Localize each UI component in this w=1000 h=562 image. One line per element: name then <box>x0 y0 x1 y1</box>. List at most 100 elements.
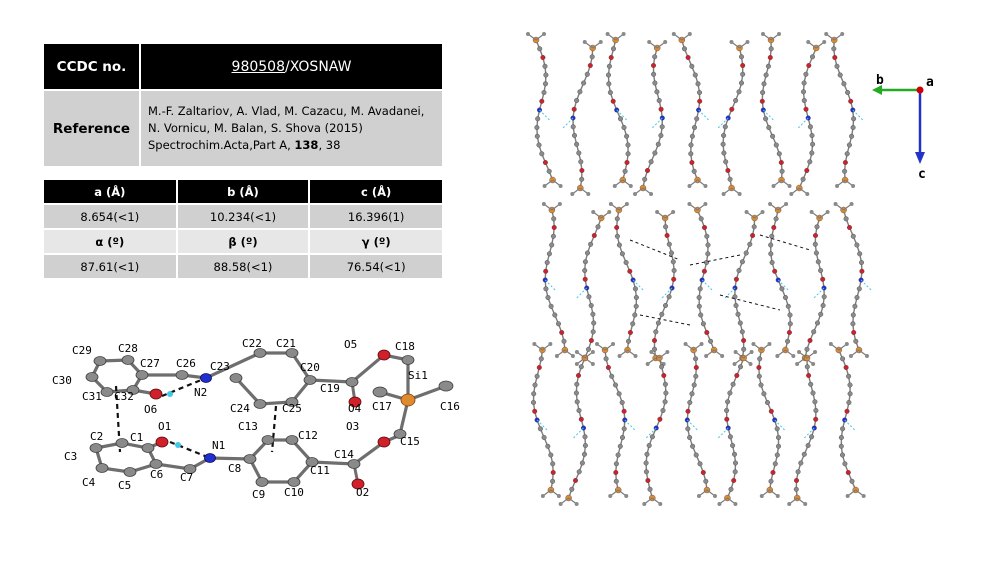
label-si1: Si1 <box>408 369 428 382</box>
value-a: 8.654(<1) <box>44 203 178 229</box>
label-c20: C20 <box>300 361 320 374</box>
label-c16: C16 <box>440 400 460 413</box>
packed-molecule <box>768 202 796 358</box>
value-gamma: 76.54(<1) <box>309 253 442 278</box>
label-c12: C12 <box>298 429 318 442</box>
cell-angle-value-row: 87.61(<1) 88.58(<1) 76.54(<1) <box>44 253 442 278</box>
value-alpha: 87.61(<1) <box>44 253 178 278</box>
packed-molecule <box>530 342 561 498</box>
reference-page: , 38 <box>318 138 341 152</box>
header-b: b (Å) <box>176 180 311 204</box>
label-n1: N1 <box>212 439 225 452</box>
packed-molecule <box>789 40 827 196</box>
c-axis-arrowhead <box>915 152 925 164</box>
reference-text: M.-F. Zaltariov, A. Vlad, M. Cazacu, M. … <box>140 89 442 166</box>
a-axis-point <box>916 86 924 94</box>
packed-molecule <box>833 202 872 358</box>
label-o4: O4 <box>348 402 362 415</box>
reference-line-2: N. Vornicu, M. Balan, S. Shova (2015) <box>148 121 363 135</box>
label-c23: C23 <box>210 360 230 373</box>
label-c9: C9 <box>252 488 265 501</box>
label-c24: C24 <box>230 402 250 415</box>
label-c7: C7 <box>180 471 193 484</box>
cell-angle-header-row: α (º) β (º) γ (º) <box>44 228 442 254</box>
packed-molecule <box>633 40 668 196</box>
label-c8: C8 <box>228 462 241 475</box>
label-o1: O1 <box>158 420 171 433</box>
ccdc-separator: / <box>285 58 290 75</box>
packed-molecule <box>574 210 612 366</box>
packed-molecule <box>562 40 603 196</box>
label-c5: C5 <box>118 479 131 492</box>
label-n2: N2 <box>194 386 207 399</box>
axis-label-a: a <box>926 75 934 90</box>
packed-molecule <box>671 32 709 188</box>
packed-molecule <box>558 350 595 506</box>
packing-molecules <box>526 32 872 506</box>
reference-label: Reference <box>44 89 141 166</box>
cell-length-header-row: a (Å) b (Å) c (Å) <box>44 180 442 204</box>
label-c28: C28 <box>118 342 138 355</box>
packed-molecule <box>642 350 670 506</box>
ccdc-row: CCDC no. 980508/XOSNAW <box>44 44 442 90</box>
ccdc-label: CCDC no. <box>44 44 141 90</box>
header-beta: β (º) <box>176 228 311 254</box>
packed-molecule <box>595 342 636 498</box>
label-c32: C32 <box>114 390 134 403</box>
header-gamma: γ (º) <box>309 228 442 254</box>
label-c3: C3 <box>64 450 77 463</box>
ccdc-code-link[interactable]: 980508 <box>231 58 285 75</box>
label-o6: O6 <box>144 403 157 416</box>
atom-labels: C29 C28 C27 C26 C22 C21 O5 C18 C30 C23 C… <box>52 337 460 501</box>
axis-label-c: c <box>918 167 926 180</box>
label-c1: C1 <box>130 431 143 444</box>
packed-molecule <box>717 350 754 506</box>
header-alpha: α (º) <box>44 228 178 254</box>
label-c11: C11 <box>310 464 330 477</box>
reference-line-3: Spectrochim.Acta,Part A, 138, 38 <box>148 137 442 154</box>
packed-molecule <box>751 342 786 498</box>
label-o2: O2 <box>356 486 369 499</box>
packed-molecule <box>608 202 644 358</box>
value-c: 16.396(1) <box>309 203 442 229</box>
label-c29: C29 <box>72 344 92 357</box>
label-o3: O3 <box>346 420 359 433</box>
header-a: a (Å) <box>44 180 178 204</box>
label-c22: C22 <box>242 337 262 350</box>
label-c2: C2 <box>90 430 103 443</box>
label-c26: C26 <box>176 357 196 370</box>
axes-indicator: b a c <box>872 73 934 180</box>
label-c30: C30 <box>52 374 72 387</box>
label-c10: C10 <box>284 486 304 499</box>
packed-molecule <box>605 32 633 188</box>
label-c19: C19 <box>320 382 340 395</box>
packed-molecule <box>724 210 765 366</box>
packed-molecule <box>828 342 866 498</box>
packed-molecule <box>795 210 830 366</box>
unit-cell-table: a (Å) b (Å) c (Å) 8.654(<1) 10.234(<1) 1… <box>44 180 442 278</box>
reference-table: CCDC no. 980508/XOSNAW Reference M.-F. Z… <box>44 44 442 166</box>
cell-length-value-row: 8.654(<1) 10.234(<1) 16.396(1) <box>44 203 442 229</box>
packed-molecule <box>541 202 575 358</box>
value-beta: 88.58(<1) <box>176 253 311 278</box>
label-c4: C4 <box>82 476 96 489</box>
header-c: c (Å) <box>309 180 442 204</box>
crystal-packing-figure <box>526 32 872 506</box>
label-c15: C15 <box>400 435 420 448</box>
label-c14: C14 <box>334 448 354 461</box>
axis-label-b: b <box>876 73 884 88</box>
packed-molecule <box>645 210 677 366</box>
packed-molecule <box>824 32 864 188</box>
label-c18: C18 <box>395 340 415 353</box>
label-c31: C31 <box>82 390 102 403</box>
refcode: XOSNAW <box>289 58 352 75</box>
label-c17: C17 <box>372 400 392 413</box>
reference-journal: Spectrochim.Acta,Part A, <box>148 138 295 152</box>
packed-molecule <box>717 40 750 196</box>
label-c21: C21 <box>276 337 296 350</box>
packed-molecule <box>787 350 819 506</box>
label-c6: C6 <box>150 468 163 481</box>
label-c27: C27 <box>140 357 160 370</box>
packed-molecule <box>687 202 725 358</box>
packed-molecule <box>683 342 717 498</box>
